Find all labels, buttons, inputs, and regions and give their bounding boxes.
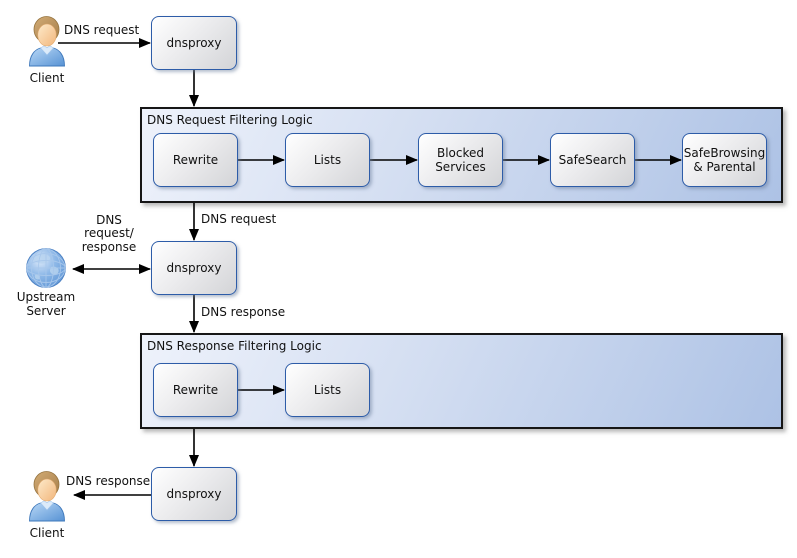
upstream-server-label: Upstream Server: [16, 290, 76, 318]
step-safesearch: SafeSearch: [550, 133, 635, 187]
edge-label-client-request: DNS request: [64, 23, 140, 37]
step-safebrowsing-parental-label: SafeBrowsing & Parental: [683, 145, 766, 174]
client-top-label: Client: [29, 71, 65, 85]
step-blocked-services: Blocked Services: [418, 133, 503, 187]
step-lists-request: Lists: [285, 133, 370, 187]
globe-icon: [26, 248, 66, 288]
response-filtering-title: DNS Response Filtering Logic: [147, 339, 322, 353]
person-icon: [29, 471, 65, 522]
step-rewrite-response: Rewrite: [153, 363, 238, 417]
response-filtering-container: [140, 333, 783, 429]
edge-label-proxy-response: DNS response: [201, 305, 286, 319]
step-lists-request-label: Lists: [313, 152, 342, 167]
step-lists-response: Lists: [285, 363, 370, 417]
dnsproxy-node-bottom: dnsproxy: [151, 467, 237, 521]
edge-label-client-response: DNS response: [66, 474, 151, 488]
step-safebrowsing-parental: SafeBrowsing & Parental: [682, 133, 767, 187]
client-bottom-figure: [27, 469, 67, 522]
dnsproxy-node-middle: dnsproxy: [151, 241, 237, 295]
dnsproxy-bottom-label: dnsproxy: [166, 486, 222, 501]
edge-label-upstream-exchange: DNS request/ response: [81, 213, 137, 254]
step-rewrite-request: Rewrite: [153, 133, 238, 187]
step-rewrite-response-label: Rewrite: [172, 382, 219, 397]
edge-label-filtered-request: DNS request: [201, 212, 277, 226]
step-safesearch-label: SafeSearch: [558, 152, 627, 167]
step-rewrite-request-label: Rewrite: [172, 152, 219, 167]
step-blocked-services-label: Blocked Services: [435, 145, 486, 174]
request-filtering-title: DNS Request Filtering Logic: [147, 113, 313, 127]
person-icon: [29, 16, 65, 67]
dnsproxy-middle-label: dnsproxy: [166, 260, 222, 275]
dnsproxy-top-label: dnsproxy: [166, 35, 222, 50]
client-top-figure: [27, 14, 67, 67]
upstream-server-figure: [25, 247, 67, 289]
dnsproxy-node-top: dnsproxy: [151, 16, 237, 70]
step-lists-response-label: Lists: [313, 382, 342, 397]
client-bottom-label: Client: [29, 526, 65, 540]
